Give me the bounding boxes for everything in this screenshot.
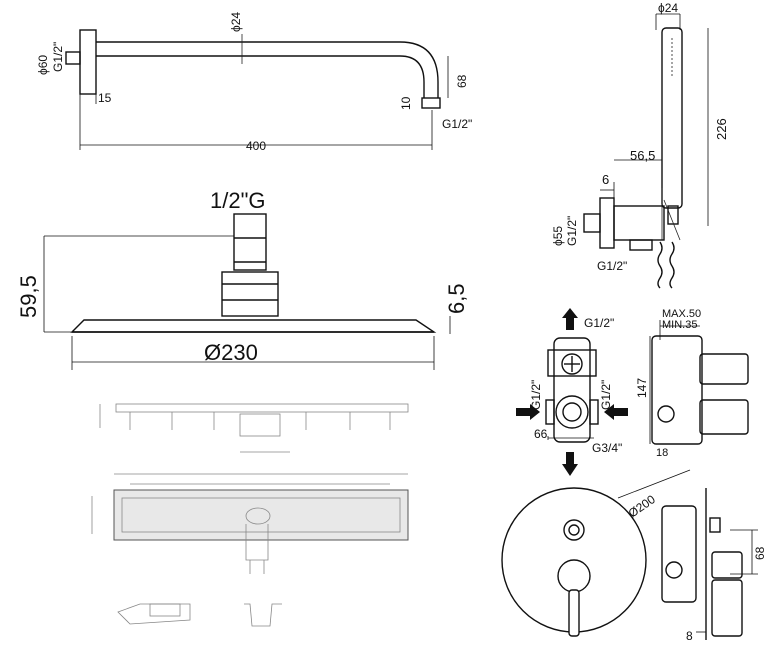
hand-shower-handle — [661, 27, 683, 209]
dim-pipe-dia: ϕ24 — [229, 12, 243, 32]
head-connector — [233, 213, 267, 271]
valve-body-side — [651, 335, 703, 445]
dim-valve-top: G1/2" — [584, 316, 614, 330]
dim-valve-max: MAX.50 — [662, 308, 701, 320]
drain-top-view — [113, 489, 409, 541]
head-shower-drawing: 1/2"G 59,5 6,5 Ø230 — [16, 188, 469, 370]
diverter-knob — [563, 519, 585, 541]
hose — [657, 241, 663, 289]
mixer-body-side — [661, 505, 697, 603]
drain-side-view — [115, 403, 409, 413]
drain-channel-drawing — [91, 403, 409, 627]
dim-elbow-depth: 6 — [602, 172, 609, 187]
shower-arm-drawing: ϕ60 G1/2" ϕ24 15 68 10 G1/2" 400 — [36, 12, 472, 153]
mixer-lever-base — [557, 559, 591, 593]
arrow-left-in — [516, 404, 540, 420]
dim-valve-left: G1/2" — [529, 380, 543, 410]
dim-arm-thread-right: G1/2" — [442, 117, 472, 131]
dim-arm-length: 400 — [246, 139, 266, 153]
dim-arm-thread-left: G1/2" — [51, 42, 65, 72]
dim-nozzle: 10 — [399, 96, 413, 110]
dim-flange-dia: ϕ60 — [36, 55, 50, 75]
drain-section-a — [117, 603, 191, 625]
dim-head-diameter: Ø230 — [204, 340, 258, 365]
arrow-up — [562, 308, 578, 330]
dim-valve-height: 147 — [635, 378, 649, 398]
arrow-right-in — [604, 404, 628, 420]
valve-body-front — [553, 337, 591, 443]
dim-valve-bottom: G3/4" — [592, 441, 622, 455]
dim-valve-base: 18 — [656, 447, 668, 459]
valve-body-drawing: G1/2" G1/2" G1/2" 66 G3/4" 147 MAX.50 MI… — [516, 308, 749, 476]
dim-flange-depth: 15 — [98, 91, 112, 105]
dim-arm-drop: 68 — [455, 74, 469, 88]
dim-hose-thread: G1/2" — [597, 259, 627, 273]
arm-pipe-top — [96, 41, 439, 98]
dim-valve-min: MIN.35 — [662, 319, 697, 331]
hand-shower-drawing: ϕ24 226 56,5 6 ϕ55 G1/2" G1/2" — [551, 1, 729, 289]
dim-mixer-offset: 68 — [753, 546, 767, 560]
drain-outlet-top — [245, 507, 271, 525]
dim-head-thickness: 6,5 — [444, 283, 469, 314]
mixer-drawing: Ø200 68 8 — [501, 469, 767, 643]
dim-handle-length: 226 — [714, 118, 729, 140]
head-plate — [70, 319, 437, 333]
dim-elbow-offset: 56,5 — [630, 148, 655, 163]
dim-handle-dia: ϕ24 — [658, 1, 678, 15]
wall-elbow-plate — [599, 197, 615, 249]
wall-elbow-body — [613, 205, 665, 241]
drain-outlet-side — [239, 413, 281, 437]
mixer-lever — [568, 589, 580, 637]
dim-valve-width: 66 — [534, 427, 548, 441]
dim-elbow-thread: G1/2" — [565, 216, 579, 246]
dim-plate-dia: Ø200 — [626, 492, 658, 520]
drain-section-b — [244, 603, 282, 627]
dim-mixer-depth: 8 — [686, 629, 693, 643]
dim-elbow-dia: ϕ55 — [551, 226, 565, 246]
flange-thread — [65, 51, 81, 65]
dim-head-height: 59,5 — [16, 275, 41, 318]
dim-head-connection: 1/2"G — [210, 188, 266, 213]
wall-flange — [79, 29, 97, 95]
dim-valve-right: G1/2" — [599, 380, 613, 410]
arrow-down — [562, 452, 578, 476]
arm-pipe-bottom — [96, 55, 425, 98]
head-swivel — [221, 271, 279, 317]
arm-nozzle — [421, 97, 441, 109]
